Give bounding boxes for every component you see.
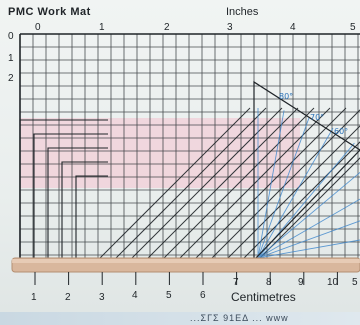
diagonal-line	[227, 125, 360, 259]
inch-tick-4: 4	[290, 22, 296, 33]
cm-tick-8: 8	[266, 277, 272, 288]
angle-label-70: 70°	[310, 113, 325, 122]
left-tick-0: 0	[8, 31, 14, 42]
cm-tick-4: 4	[132, 290, 138, 301]
diagonal-line	[147, 107, 299, 259]
diagonal-line	[179, 107, 331, 259]
inch-tick-1: 1	[99, 22, 105, 33]
cm-tick-5: 5	[166, 290, 172, 301]
mat-title: PMC Work Mat	[8, 6, 91, 18]
left-tick-2: 2	[8, 73, 14, 84]
angle-label-80: 80°	[279, 92, 294, 101]
nested-square-line	[47, 147, 108, 258]
protractor-ray	[257, 198, 360, 259]
nested-square-line	[33, 133, 108, 258]
nested-square-line	[61, 161, 108, 258]
cm-tick-7: 7	[233, 277, 239, 288]
inch-tick-3: 3	[227, 22, 233, 33]
protractor-ray	[257, 171, 360, 259]
diagonal-line	[115, 107, 267, 259]
inch-tick-0: 0	[35, 22, 41, 33]
protractor-ray	[257, 110, 285, 259]
angle-label-60: 60°	[334, 127, 349, 136]
inch-tick-5: 5	[350, 22, 356, 33]
diagonal-line	[131, 107, 283, 259]
cm-tick-1: 1	[31, 292, 37, 303]
triangle-guide	[253, 80, 360, 262]
cm-tick-2: 2	[65, 292, 71, 303]
cm-tick-9: 9	[298, 277, 304, 288]
cm-tick-10: 10	[327, 277, 339, 288]
protractor-ray	[257, 239, 360, 259]
footer-text: ...ΣΓΣ 91ΕΔ ... www	[190, 313, 289, 323]
inch-tick-2: 2	[164, 22, 170, 33]
diagonal-line	[163, 107, 315, 259]
nested-square-line	[19, 119, 108, 258]
cm-tick-partial: 5	[352, 277, 358, 288]
cm-tick-6: 6	[200, 290, 206, 301]
nested-square-line	[75, 175, 108, 258]
footer-strip	[0, 312, 360, 325]
protractor-ray	[257, 116, 310, 259]
left-tick-1: 1	[8, 53, 14, 64]
protractor-ray	[257, 127, 334, 259]
protractor-ray	[257, 220, 360, 259]
centimetres-label: Centimetres	[231, 290, 296, 304]
cm-tick-3: 3	[99, 292, 105, 303]
inches-label: Inches	[226, 6, 259, 18]
diagonal-line	[243, 141, 360, 259]
diagonal-line	[99, 107, 251, 259]
diagonal-line	[259, 157, 360, 259]
diagonal-line	[211, 109, 360, 259]
